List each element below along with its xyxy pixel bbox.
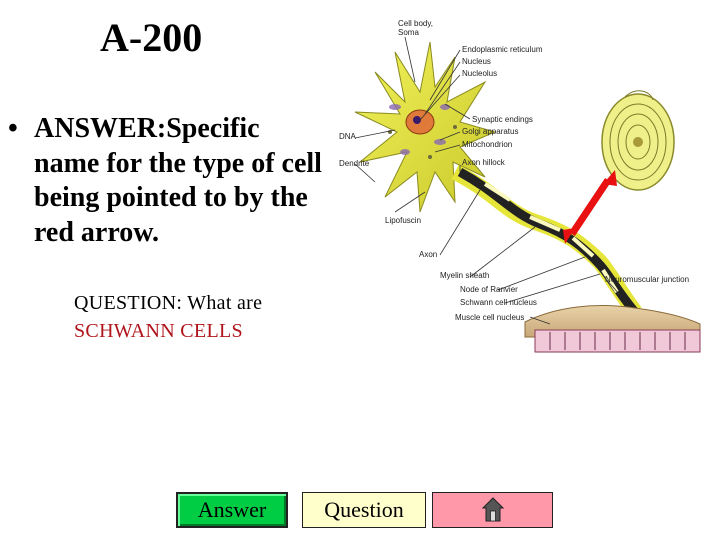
label-mito: Mitochondrion	[462, 140, 512, 149]
label-cell-body: Cell body,	[398, 19, 433, 28]
label-golgi: Golgi apparatus	[462, 127, 518, 136]
label-nucleus: Nucleus	[462, 57, 491, 66]
red-pointer-arrow	[563, 170, 617, 244]
answer-text: ANSWER:Specific name for the type of cel…	[34, 113, 322, 248]
question-answer: SCHWANN CELLS	[74, 320, 243, 342]
label-dendrite: Dendrite	[339, 159, 370, 168]
question-block: QUESTION: What are SCHWANN CELLS	[74, 289, 262, 345]
label-axon-hillock: Axon hillock	[462, 158, 506, 167]
label-lipofuscin: Lipofuscin	[385, 216, 421, 225]
neuron-diagram: Cell body, Soma Endoplasmic reticulum Nu…	[339, 19, 701, 353]
label-synaptic: Synaptic endings	[472, 115, 533, 124]
label-muscle-nucleus: Muscle cell nucleus	[455, 313, 524, 322]
label-myelin: Myelin sheath	[440, 271, 489, 280]
label-soma: Soma	[398, 28, 419, 37]
bullet-marker: •	[8, 113, 18, 144]
answer-button[interactable]: Answer	[176, 492, 288, 528]
muscle-shape	[524, 305, 701, 353]
label-nucleolus: Nucleolus	[462, 69, 497, 78]
label-ranvier: Node of Ranvier	[460, 285, 518, 294]
label-axon: Axon	[419, 250, 437, 259]
label-dna: DNA	[339, 132, 357, 141]
question-button[interactable]: Question	[302, 492, 426, 528]
question-prefix: QUESTION: What are	[74, 292, 263, 314]
home-button[interactable]	[432, 492, 553, 528]
slide-title: A-200	[100, 15, 203, 60]
schwann-cell-crosssection	[601, 90, 675, 191]
house-icon	[481, 497, 504, 522]
label-nmj: Neuromuscular junction	[605, 275, 689, 284]
label-schwann-nucleus: Schwann cell nucleus	[460, 298, 537, 307]
label-er: Endoplasmic reticulum	[462, 45, 543, 54]
soma-shape	[354, 41, 497, 213]
answer-bullet: • ANSWER:Specific name for the type of c…	[8, 112, 328, 250]
